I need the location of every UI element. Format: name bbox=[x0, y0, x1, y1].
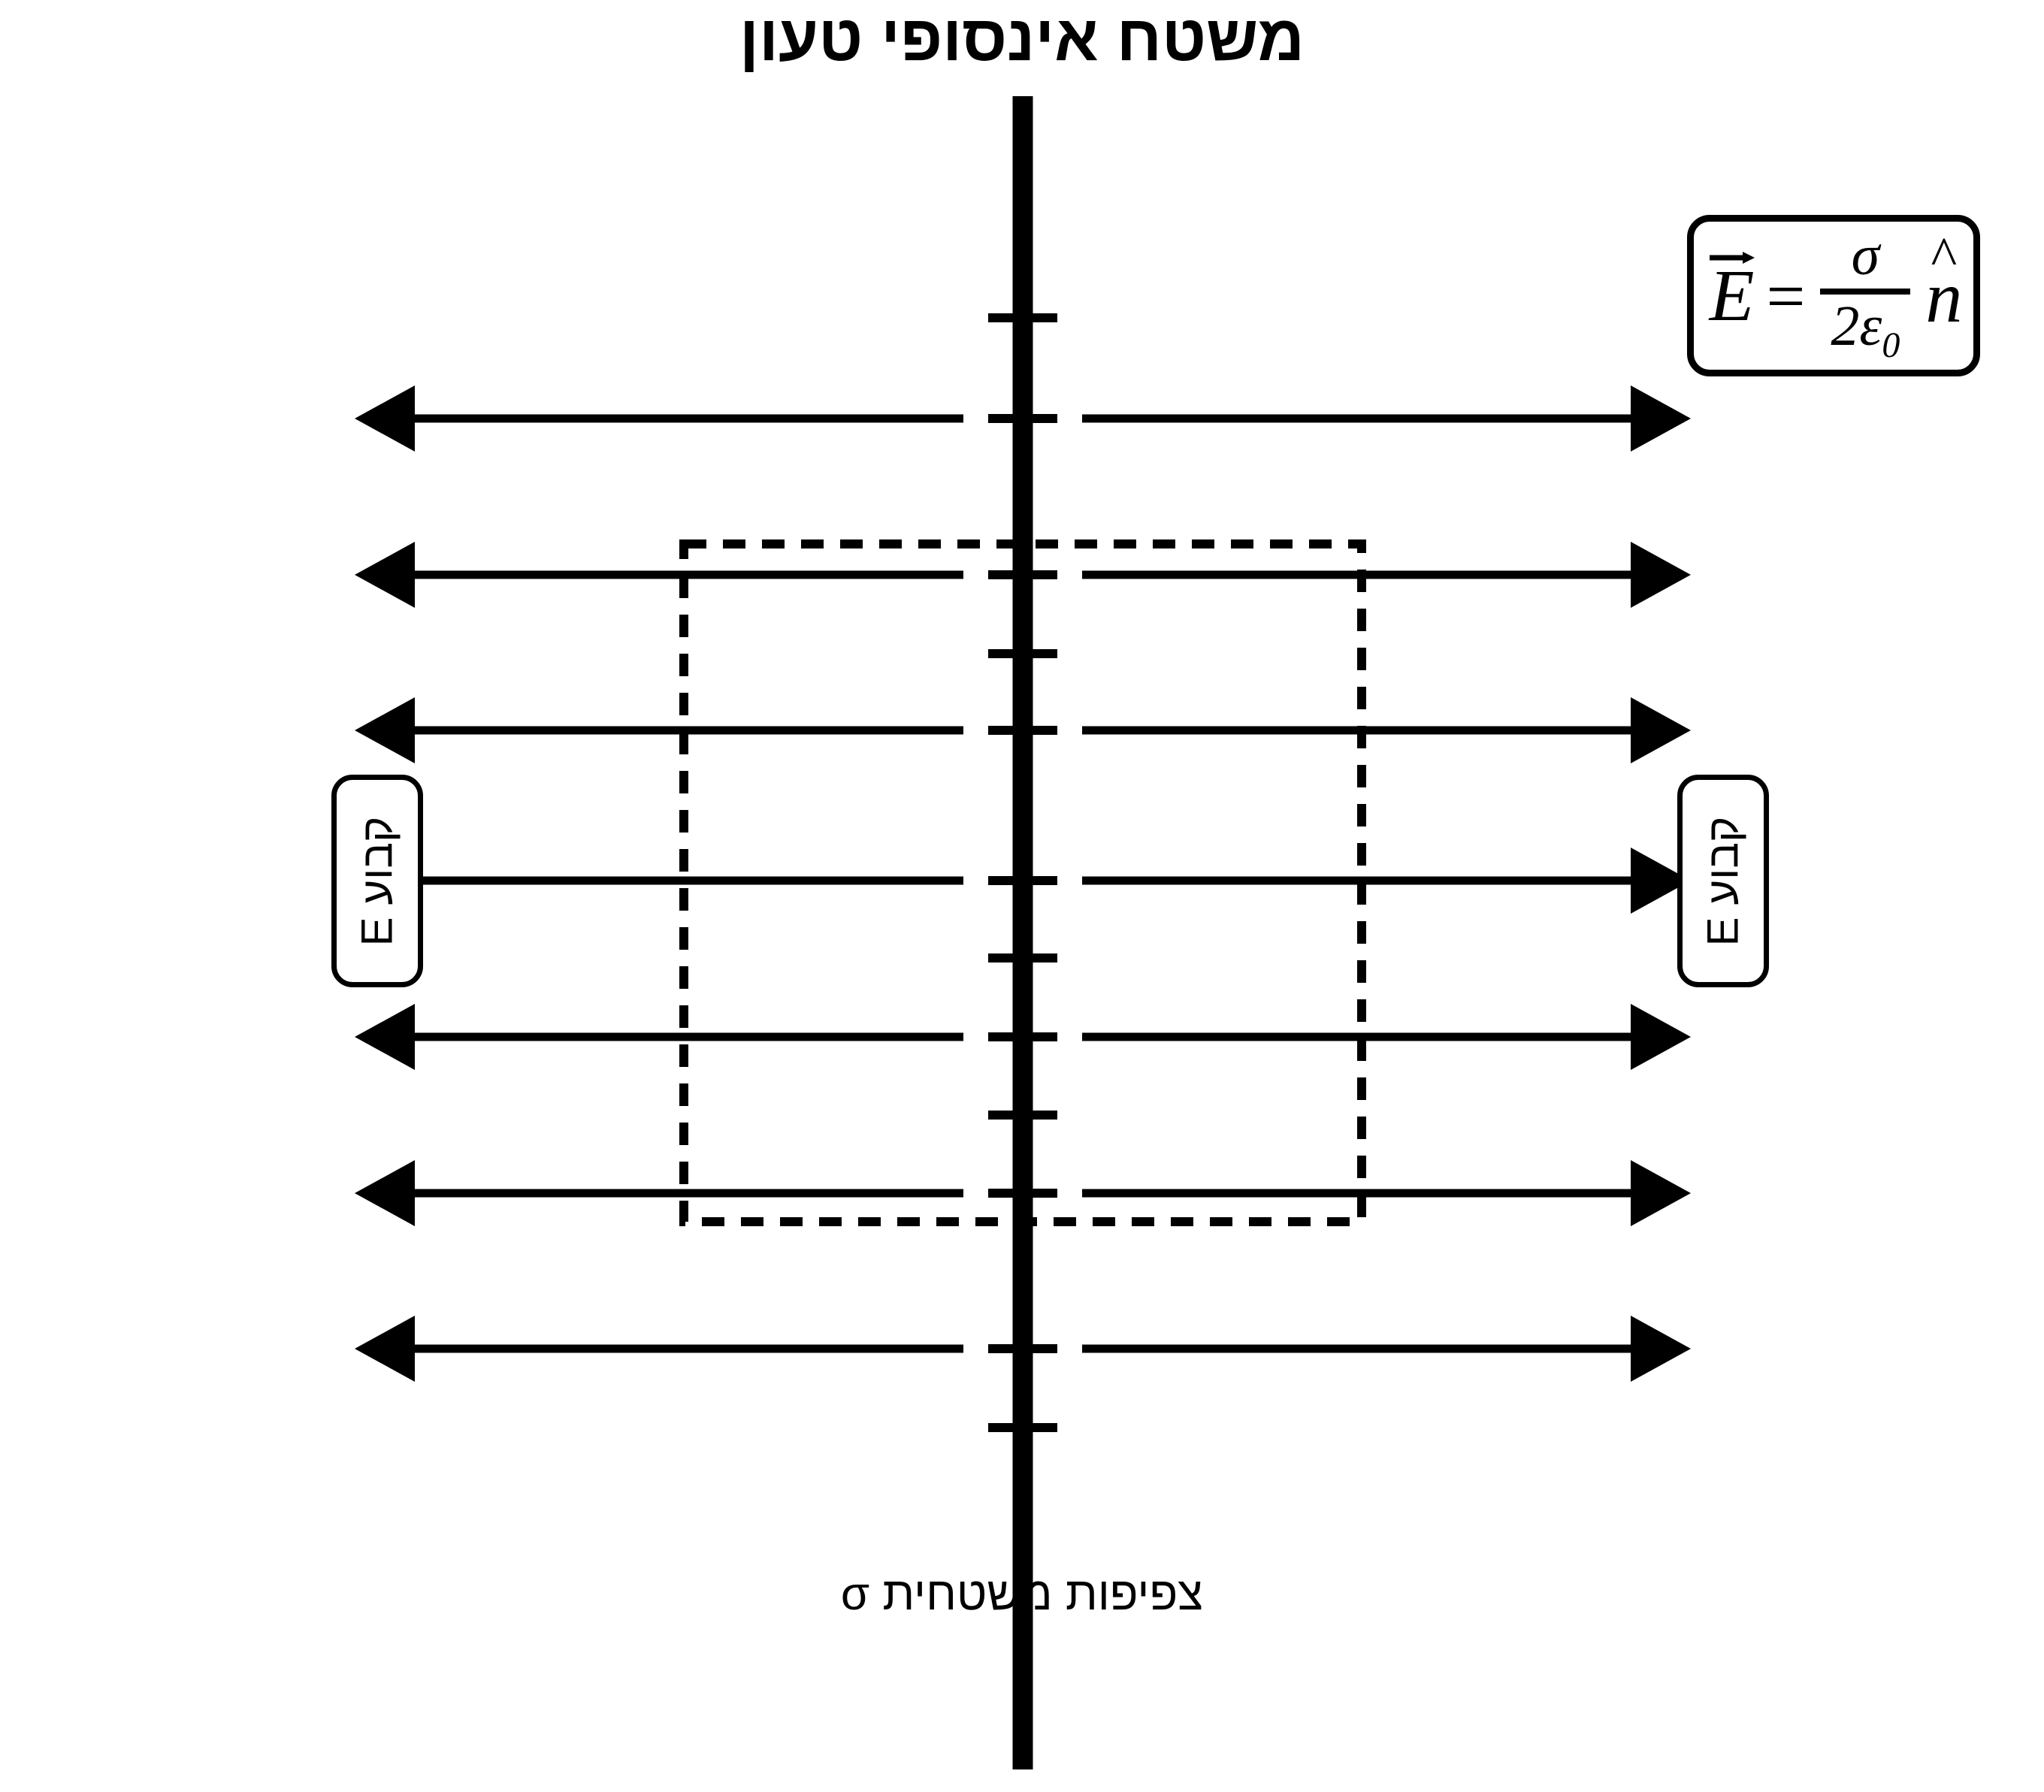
right-constant-field-label-text: קבוע E bbox=[1698, 816, 1747, 946]
field-arrow-right-head bbox=[1631, 1160, 1691, 1226]
field-arrow-right-head bbox=[1631, 697, 1691, 763]
formula-numerator: σ bbox=[1851, 224, 1880, 288]
electric-field-arrows-group bbox=[355, 385, 1691, 1382]
field-arrow-row bbox=[355, 1160, 1691, 1226]
surface-density-caption: צפיפות משטחית σ bbox=[840, 1568, 1204, 1620]
formula-lhs: E bbox=[1709, 255, 1755, 337]
fraction-bar bbox=[1820, 288, 1911, 295]
field-arrow-right-head bbox=[1631, 542, 1691, 608]
left-constant-field-label-text: קבוע E bbox=[352, 816, 401, 946]
field-arrow-right-head bbox=[1631, 385, 1691, 452]
right-constant-field-label: קבוע E bbox=[1677, 775, 1769, 987]
field-arrow-right-head bbox=[1631, 1316, 1691, 1382]
vector-arrow-icon bbox=[1709, 251, 1755, 264]
field-arrow-row bbox=[355, 697, 1691, 763]
formula-denominator: 2ε0 bbox=[1825, 294, 1906, 365]
field-formula: E = σ 2ε0 ^ n bbox=[1705, 224, 1962, 365]
denominator-subscript: 0 bbox=[1882, 325, 1900, 365]
field-arrow-left-head bbox=[355, 1316, 415, 1382]
field-arrow-row bbox=[423, 848, 1691, 914]
field-arrow-left-head bbox=[355, 385, 415, 452]
unit-normal-symbol: ^ n bbox=[1925, 229, 1962, 334]
denominator-base: 2ε bbox=[1831, 294, 1882, 358]
field-arrow-left-head bbox=[355, 1004, 415, 1070]
field-formula-box: E = σ 2ε0 ^ n bbox=[1687, 215, 1980, 376]
field-arrow-left-head bbox=[355, 542, 415, 608]
formula-fraction: σ 2ε0 bbox=[1820, 224, 1911, 365]
field-arrow-right-head bbox=[1631, 1004, 1691, 1070]
page-title: משטח אינסופי טעון bbox=[739, 2, 1305, 74]
hat-accent-icon: ^ bbox=[1931, 225, 1958, 288]
electric-field-symbol: E bbox=[1705, 251, 1759, 333]
field-arrow-left-head bbox=[355, 697, 415, 763]
left-constant-field-label: קבוע E bbox=[331, 775, 423, 987]
field-arrow-row bbox=[355, 1316, 1691, 1382]
unit-vector-letter: n bbox=[1925, 256, 1963, 338]
field-arrow-row bbox=[355, 542, 1691, 608]
field-arrow-row bbox=[355, 385, 1691, 452]
formula-equals: = bbox=[1766, 257, 1806, 334]
field-arrow-row bbox=[355, 1004, 1691, 1070]
field-arrow-left-head bbox=[355, 1160, 415, 1226]
field-arrow-right-head bbox=[1631, 848, 1691, 914]
